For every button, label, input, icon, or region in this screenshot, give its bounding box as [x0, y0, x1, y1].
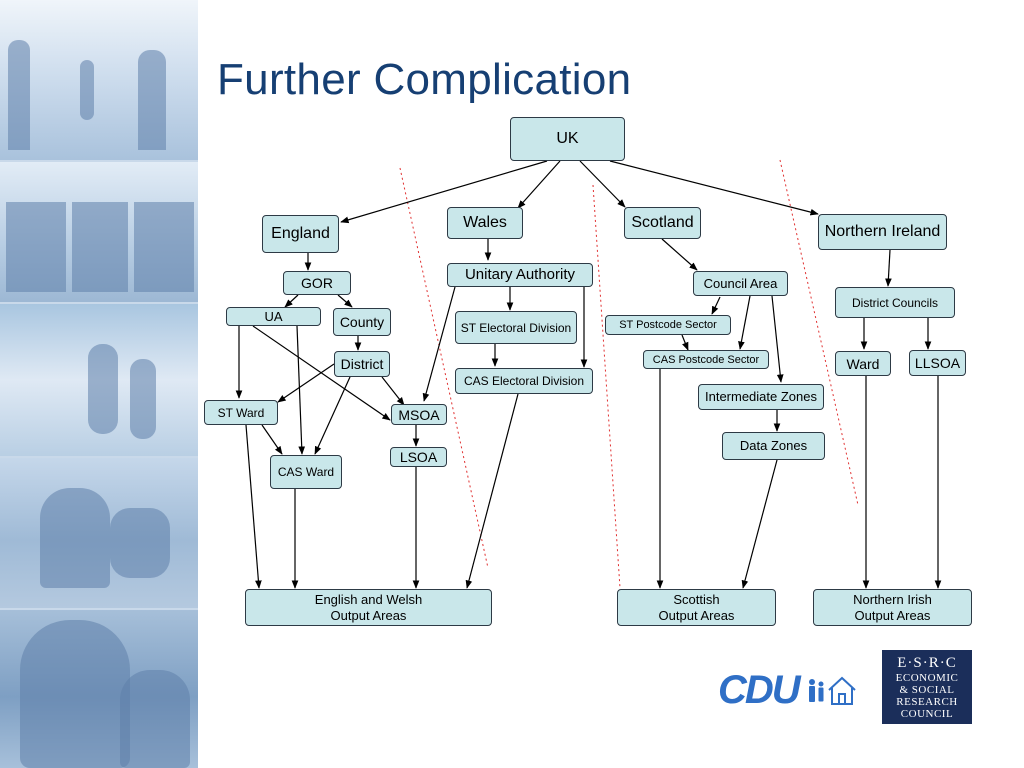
node-cas-postcode-sector: CAS Postcode Sector [643, 350, 769, 369]
node-england: England [262, 215, 339, 253]
node-intermediate-zones: Intermediate Zones [698, 384, 824, 410]
esrc-logo-line: & SOCIAL [899, 684, 955, 696]
cdu-logo: CDU [718, 668, 859, 712]
node-st-postcode-sector: ST Postcode Sector [605, 315, 731, 335]
node-gor: GOR [283, 271, 351, 295]
edge-st-ward-cas-ward [261, 424, 283, 455]
node-wales: Wales [447, 207, 523, 239]
node-cas-ward: CAS Ward [270, 455, 342, 489]
edge-ua-cas-ward [296, 325, 306, 455]
node-ni-ward: Ward [835, 351, 891, 376]
sidebar-photo-houses [0, 162, 198, 302]
edge-council-area-cas-postcode [738, 295, 751, 350]
edge-scotland-council-area [661, 238, 698, 271]
photo-sidebar [0, 0, 198, 768]
slide-title: Further Complication [217, 55, 632, 104]
sidebar-photo-commuters [0, 0, 198, 160]
edge-st-ward-oa [245, 424, 262, 589]
sidebar-photo-bench [0, 458, 198, 608]
oa-label-line2: Output Areas [658, 607, 735, 623]
node-st-ward: ST Ward [204, 400, 278, 425]
sidebar-photo-sky-figures [0, 304, 198, 456]
node-northern-ireland: Northern Ireland [818, 214, 947, 250]
node-council-area: Council Area [693, 271, 788, 296]
edge-data-zones-oa [741, 459, 778, 589]
oa-label-line1: Northern Irish [853, 591, 932, 607]
edge-district-cas-ward [314, 376, 351, 455]
esrc-logo-line: COUNCIL [900, 708, 954, 720]
cdu-logo-text: CDU [718, 668, 801, 712]
divider-scotland-ni [779, 159, 859, 506]
edge-uk-northern-ireland [609, 160, 819, 216]
esrc-logo: E·S·R·C ECONOMIC & SOCIAL RESEARCH COUNC… [882, 650, 972, 724]
oa-label-line2: Output Areas [854, 607, 931, 623]
edge-district-msoa [381, 376, 405, 406]
edge-council-area-st-postcode [711, 296, 721, 315]
edge-council-area-intermediate [771, 295, 784, 383]
oa-label-line1: Scottish [673, 591, 720, 607]
node-county: County [333, 308, 391, 336]
node-llsoa: LLSOA [909, 350, 966, 376]
node-unitary-authority: Unitary Authority [447, 263, 593, 287]
node-st-electoral-division: ST Electoral Division [455, 311, 577, 344]
edge-ni-district-councils [885, 249, 892, 287]
edge-uk-england [340, 160, 548, 224]
divider-wales-scotland [592, 184, 621, 589]
node-data-zones: Data Zones [722, 432, 825, 460]
node-msoa: MSOA [391, 404, 447, 425]
node-district: District [334, 351, 390, 377]
edge-ua-msoa-wales [422, 286, 456, 402]
node-northern-irish-output-areas: Northern Irish Output Areas [813, 589, 972, 626]
edge-uk-scotland [579, 160, 626, 208]
edge-district-st-ward [277, 363, 335, 403]
node-scotland: Scotland [624, 207, 701, 239]
node-english-welsh-output-areas: English and Welsh Output Areas [245, 589, 492, 626]
node-scottish-output-areas: Scottish Output Areas [617, 589, 776, 626]
esrc-logo-line: RESEARCH [896, 696, 958, 708]
node-lsoa: LSOA [390, 447, 447, 467]
sidebar-photo-family [0, 610, 198, 768]
edge-gor-ua [284, 294, 299, 308]
node-district-councils: District Councils [835, 287, 955, 318]
family-house-icon [808, 676, 856, 705]
edge-cas-ed-oa [465, 393, 519, 589]
edge-gor-county [337, 294, 353, 308]
edge-uk-wales [517, 160, 561, 209]
edge-st-postcode-cas-postcode [681, 334, 689, 351]
node-uk: UK [510, 117, 625, 161]
node-cas-electoral-division: CAS Electoral Division [455, 368, 593, 394]
oa-label-line1: English and Welsh [314, 591, 423, 607]
oa-label-line2: Output Areas [330, 607, 407, 623]
esrc-logo-initials: E·S·R·C [897, 655, 957, 671]
esrc-logo-line: ECONOMIC [895, 672, 959, 684]
node-ua: UA [226, 307, 321, 326]
divider-england-wales [399, 167, 489, 569]
